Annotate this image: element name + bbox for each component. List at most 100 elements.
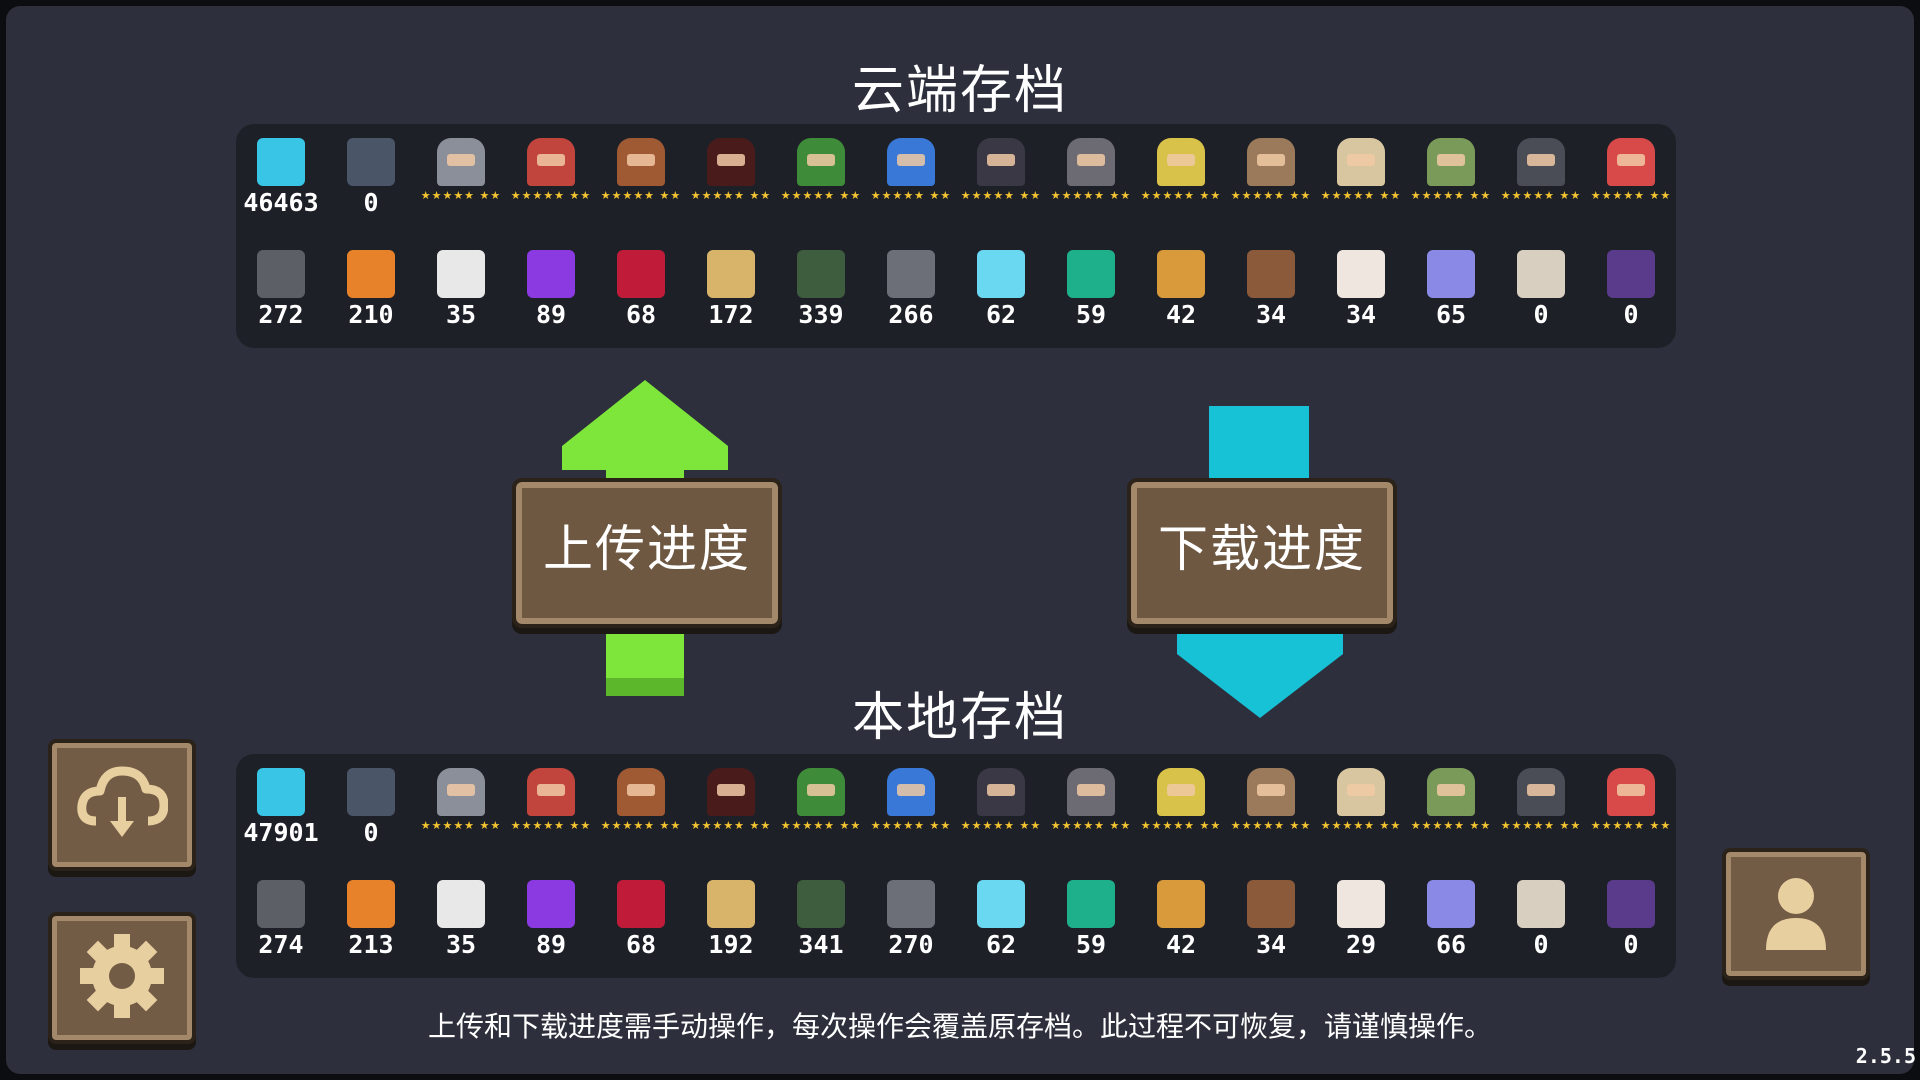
cloud-material-count: 0 bbox=[1623, 300, 1639, 329]
cloud-material-item: 0 bbox=[1586, 236, 1676, 348]
vampire-hero-icon bbox=[977, 138, 1025, 186]
hero-star-rating: ★★★★★ ★★ bbox=[420, 819, 502, 832]
wizard-hero-icon bbox=[617, 138, 665, 186]
cloud-material-count: 34 bbox=[1345, 300, 1377, 329]
ice-crystal-icon bbox=[977, 250, 1025, 298]
elf-hero-icon bbox=[1157, 768, 1205, 816]
cloud-character-item: 46463 bbox=[236, 124, 326, 236]
local-save-title: 本地存档 bbox=[851, 688, 1068, 748]
download-progress-button[interactable]: 下载进度 bbox=[1127, 478, 1397, 628]
local-material-count: 89 bbox=[535, 930, 567, 959]
local-character-item: ★★★★★ ★★ bbox=[1316, 754, 1406, 866]
cloud-save-panel: 46463 0 ★★★★★ ★★ ★★★★★ ★★ ★★★★★ ★★ ★★★★★ ★★ ★★… bbox=[236, 124, 1676, 348]
cloud-material-item: 266 bbox=[866, 236, 956, 348]
rogue-hero-icon bbox=[527, 768, 575, 816]
scroll-icon bbox=[1517, 250, 1565, 298]
local-character-item: 0 bbox=[326, 754, 416, 866]
local-character-item: ★★★★★ ★★ bbox=[1586, 754, 1676, 866]
cloud-material-count: 35 bbox=[445, 300, 477, 329]
cloud-material-item: 172 bbox=[686, 236, 776, 348]
hero-star-rating: ★★★★★ ★★ bbox=[690, 819, 772, 832]
cloud-material-count: 34 bbox=[1255, 300, 1287, 329]
hero-star-rating: ★★★★★ ★★ bbox=[1590, 819, 1672, 832]
ice-crystal-icon bbox=[977, 880, 1025, 928]
amber-icon bbox=[347, 250, 395, 298]
chip-icon bbox=[437, 880, 485, 928]
cloud-material-count: 210 bbox=[348, 300, 394, 329]
gem-icon bbox=[257, 138, 305, 186]
card-icon bbox=[1607, 880, 1655, 928]
local-material-count: 59 bbox=[1075, 930, 1107, 959]
cloud-material-item: 34 bbox=[1226, 236, 1316, 348]
cloud-character-count: 46463 bbox=[243, 188, 319, 217]
hero-star-rating: ★★★★★ ★★ bbox=[1410, 819, 1492, 832]
hero-star-rating: ★★★★★ ★★ bbox=[1140, 819, 1222, 832]
cloud-material-count: 339 bbox=[798, 300, 844, 329]
local-material-count: 213 bbox=[348, 930, 394, 959]
local-material-item: 192 bbox=[686, 866, 776, 978]
cloud-character-item: ★★★★★ ★★ bbox=[776, 124, 866, 236]
knight-hero-icon bbox=[437, 138, 485, 186]
cloud-material-item: 272 bbox=[236, 236, 326, 348]
local-material-item: 0 bbox=[1586, 866, 1676, 978]
hero-star-rating: ★★★★★ ★★ bbox=[1320, 819, 1402, 832]
user-icon bbox=[1766, 878, 1826, 950]
local-material-item: 66 bbox=[1406, 866, 1496, 978]
red-leaf-icon bbox=[617, 250, 665, 298]
cloud-material-item: 339 bbox=[776, 236, 866, 348]
local-material-item: 213 bbox=[326, 866, 416, 978]
settings-button[interactable] bbox=[48, 912, 196, 1044]
hero-star-rating: ★★★★★ ★★ bbox=[780, 189, 862, 202]
engineer-hero-icon bbox=[797, 768, 845, 816]
star-crystal-icon bbox=[1427, 250, 1475, 298]
cloud-character-item: ★★★★★ ★★ bbox=[1046, 124, 1136, 236]
profile-button[interactable] bbox=[1722, 848, 1870, 980]
gear-icon bbox=[80, 934, 164, 1018]
flour-bag-icon bbox=[1337, 250, 1385, 298]
cloud-character-item: ★★★★★ ★★ bbox=[1226, 124, 1316, 236]
card-icon bbox=[1607, 250, 1655, 298]
local-material-item: 29 bbox=[1316, 866, 1406, 978]
cloud-download-button[interactable] bbox=[48, 739, 196, 871]
hero-star-rating: ★★★★★ ★★ bbox=[1140, 189, 1222, 202]
gear-part-icon bbox=[887, 250, 935, 298]
cloud-material-item: 34 bbox=[1316, 236, 1406, 348]
robot-hero-icon bbox=[1517, 138, 1565, 186]
hero-star-rating: ★★★★★ ★★ bbox=[600, 189, 682, 202]
cloud-material-item: 59 bbox=[1046, 236, 1136, 348]
hero-star-rating: ★★★★★ ★★ bbox=[960, 189, 1042, 202]
local-character-item: ★★★★★ ★★ bbox=[776, 754, 866, 866]
vampire-hero-icon bbox=[977, 768, 1025, 816]
cloud-material-count: 68 bbox=[625, 300, 657, 329]
assassin-hero-icon bbox=[707, 138, 755, 186]
wood-plank-icon bbox=[707, 880, 755, 928]
hammer-icon bbox=[1247, 880, 1295, 928]
upload-progress-button[interactable]: 上传进度 bbox=[512, 478, 782, 628]
red-leaf-icon bbox=[617, 880, 665, 928]
hero-star-rating: ★★★★★ ★★ bbox=[870, 189, 952, 202]
local-material-count: 192 bbox=[708, 930, 754, 959]
engineer-hero-icon bbox=[797, 138, 845, 186]
local-character-count: 47901 bbox=[243, 818, 319, 847]
hero-star-rating: ★★★★★ ★★ bbox=[1500, 189, 1582, 202]
elf-hero-icon bbox=[1157, 138, 1205, 186]
priest-hero-icon bbox=[1337, 138, 1385, 186]
local-character-item: ★★★★★ ★★ bbox=[596, 754, 686, 866]
cloud-material-count: 172 bbox=[708, 300, 754, 329]
cloud-material-item: 62 bbox=[956, 236, 1046, 348]
local-material-count: 0 bbox=[1623, 930, 1639, 959]
local-material-item: 274 bbox=[236, 866, 326, 978]
purple-crystal-icon bbox=[527, 880, 575, 928]
cloud-character-item: ★★★★★ ★★ bbox=[596, 124, 686, 236]
hero-star-rating: ★★★★★ ★★ bbox=[870, 819, 952, 832]
local-character-item: 47901 bbox=[236, 754, 326, 866]
cloud-save-title: 云端存档 bbox=[851, 61, 1068, 121]
local-material-count: 68 bbox=[625, 930, 657, 959]
cloud-material-item: 210 bbox=[326, 236, 416, 348]
local-material-count: 341 bbox=[798, 930, 844, 959]
local-character-item: ★★★★★ ★★ bbox=[1046, 754, 1136, 866]
